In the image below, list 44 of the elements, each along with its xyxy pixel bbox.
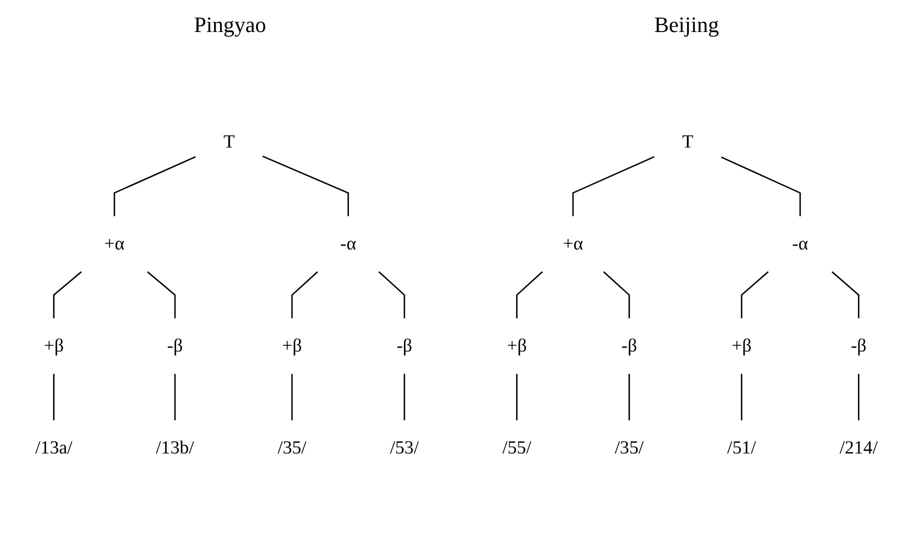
branch-line	[740, 374, 742, 420]
tree-node-label: +β	[44, 336, 64, 356]
branch-line	[174, 374, 176, 420]
branch-line	[53, 374, 55, 420]
tree-title: Pingyao	[194, 12, 266, 38]
tree-node-label: /214/	[840, 438, 878, 458]
tree-node-label: +α	[562, 234, 584, 254]
tree-node-label: /51/	[727, 438, 756, 458]
tree-node-label: /53/	[390, 438, 419, 458]
branch-line	[572, 156, 655, 216]
branch-line	[858, 374, 860, 420]
branch-line	[720, 156, 801, 216]
tree-node-label: /35/	[278, 438, 306, 458]
branch-line	[378, 271, 406, 318]
branch-line	[262, 156, 349, 216]
branch-line	[291, 374, 293, 420]
branch-line	[404, 374, 406, 420]
branch-line	[628, 374, 630, 420]
tree-node-label: T	[682, 132, 694, 152]
tree-node-label: -α	[340, 234, 356, 254]
branch-line	[832, 271, 860, 318]
branch-line	[516, 374, 518, 420]
branch-line	[291, 271, 318, 318]
branch-line	[603, 271, 630, 318]
tree-node-label: -β	[396, 336, 412, 356]
tree-title: Beijing	[654, 12, 719, 38]
tree-node-label: /55/	[502, 438, 532, 458]
tree-node-label: -β	[167, 336, 183, 356]
tree-node-label: /13a/	[35, 438, 72, 458]
tree-node-label: -β	[850, 336, 866, 356]
tree-node-label: +β	[282, 336, 302, 356]
tree-node-label: T	[223, 132, 235, 152]
tree-node-label: -β	[621, 336, 638, 356]
tree-node-label: /35/	[614, 438, 644, 458]
tree-node-label: -α	[792, 234, 808, 254]
branch-line	[114, 156, 196, 216]
tree-node-label: /13b/	[156, 438, 194, 458]
tree-node-label: +α	[104, 234, 124, 254]
branch-line	[516, 271, 543, 318]
branch-line	[740, 271, 769, 318]
tree-node-label: +β	[732, 336, 752, 356]
branch-line	[147, 271, 176, 318]
branch-line	[53, 271, 82, 318]
tree-node-label: +β	[506, 336, 527, 356]
